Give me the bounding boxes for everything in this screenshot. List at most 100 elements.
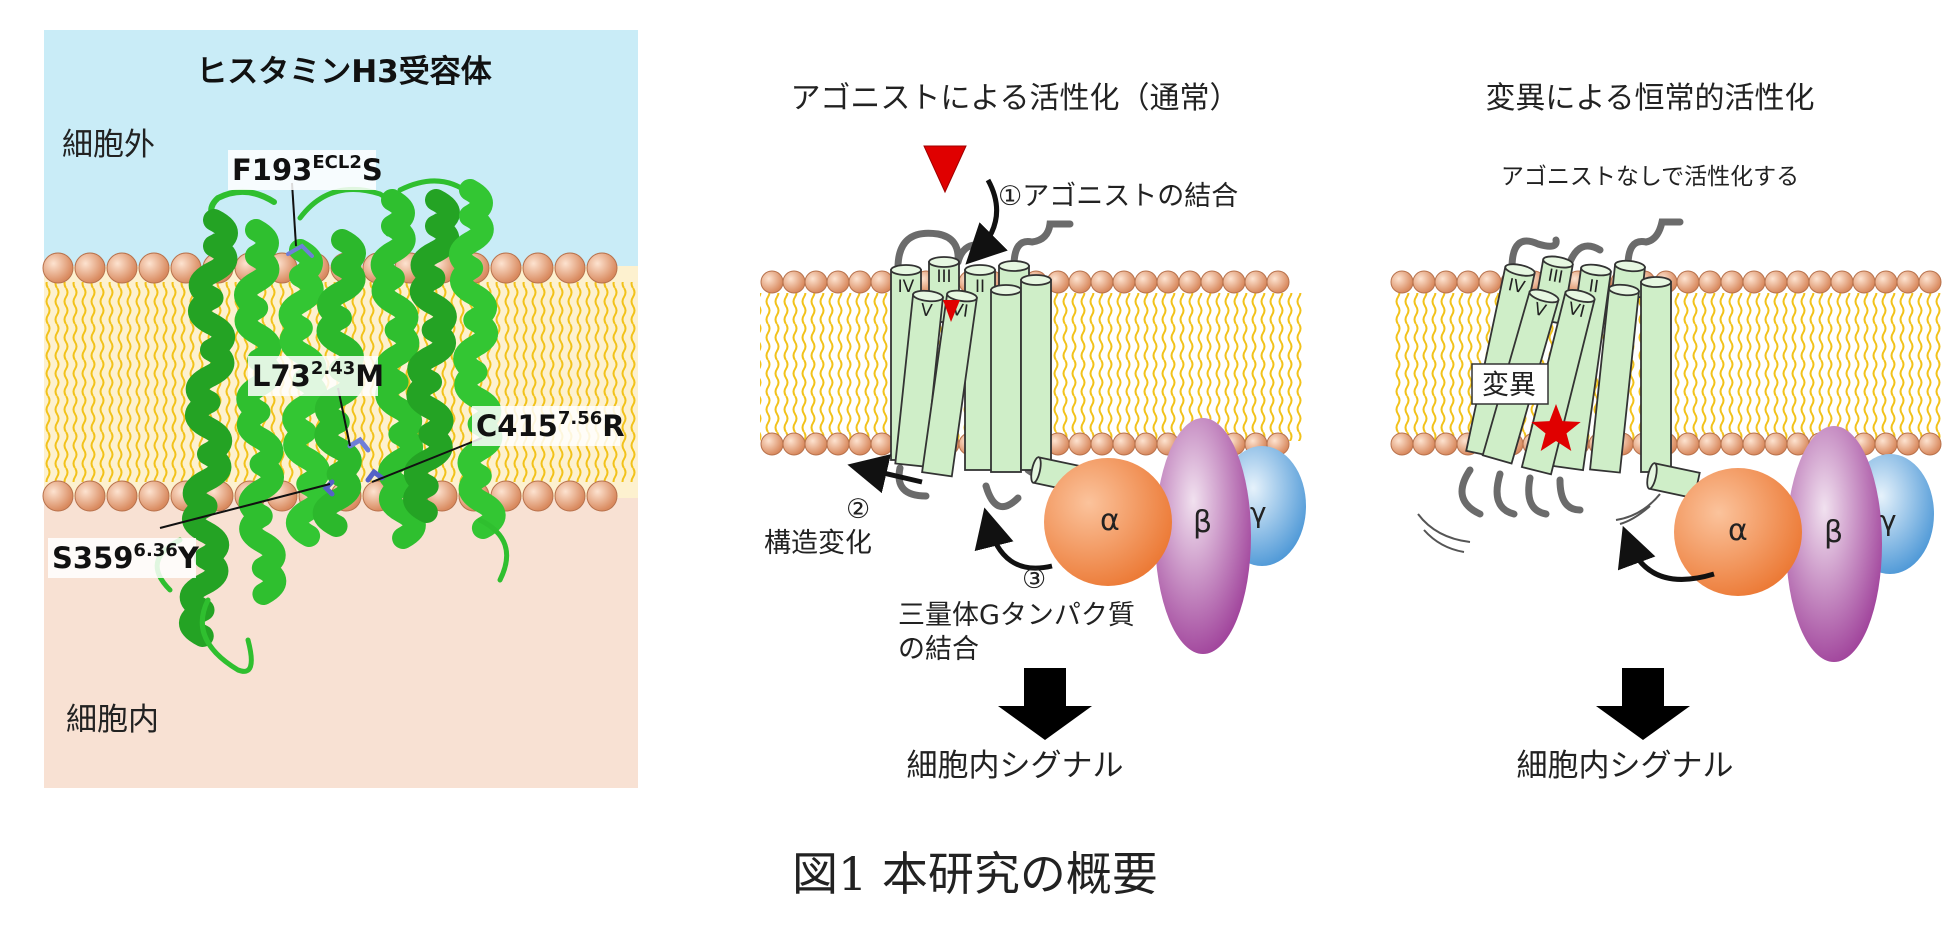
lipid-head (1412, 270, 1436, 294)
lipid-head (1720, 270, 1744, 294)
lipid-head (1698, 432, 1722, 456)
gamma-label: γ (1880, 504, 1897, 537)
alpha-subunit (1674, 468, 1802, 596)
receptor-title: ヒスタミンH3受容体 (196, 54, 492, 90)
helix-cylinder (1589, 283, 1640, 474)
lipid-head (1390, 270, 1414, 294)
right-subtitle: アゴニストなしで活性化する (1501, 164, 1799, 190)
lipid-head (1676, 270, 1700, 294)
lipid-head (522, 252, 554, 284)
binding-arrow (965, 178, 1008, 265)
lipid-head (554, 480, 586, 512)
lipid-head (1918, 270, 1942, 294)
mutation-label-bg (472, 406, 620, 446)
mutation-label: 変異 (1482, 370, 1536, 401)
lipid-head (1852, 270, 1876, 294)
lipid-head (1764, 270, 1788, 294)
lipid-head (1266, 270, 1290, 294)
lipid-head (1808, 270, 1832, 294)
lipid-head (74, 252, 106, 284)
right-signal-label: 細胞内シグナル (1517, 748, 1734, 784)
alpha-subunit (1044, 458, 1172, 586)
lipid-head (1434, 270, 1458, 294)
lipid-head (1478, 270, 1502, 294)
receptor-loops (1458, 218, 1684, 518)
beta-label: β (1193, 505, 1212, 540)
lipid-head (1112, 432, 1136, 456)
lipid-head (1896, 270, 1920, 294)
middle-signal-label: 細胞内シグナル (907, 748, 1124, 784)
lipid-head (760, 432, 784, 456)
helix-cylinder (1640, 276, 1672, 473)
signal-arrow (1596, 668, 1690, 740)
lipid-head (1896, 432, 1920, 456)
lipid-head (586, 252, 618, 284)
receptor-ribbon-structure (154, 178, 510, 674)
lipid-head (1742, 270, 1766, 294)
mutation-label: L732.43M (252, 358, 384, 393)
lipid-head (1090, 270, 1114, 294)
lipid-head (1068, 432, 1092, 456)
lipid-head (1830, 270, 1854, 294)
beta-label: β (1824, 515, 1843, 550)
lipid-head (826, 432, 850, 456)
lipid-head (106, 480, 138, 512)
lipid-head (870, 270, 894, 294)
helix-cylinder: V (894, 289, 944, 468)
gprotein-binding-arrow (1617, 525, 1715, 582)
lipid-head (1742, 432, 1766, 456)
lipid-head (782, 270, 806, 294)
left-structure-panel: ヒスタミンH3受容体 細胞外 細胞内 F193ECL2SL732.43MC415… (42, 30, 638, 788)
step1-label: ①アゴニストの結合 (998, 181, 1238, 212)
lipid-head (522, 480, 554, 512)
lipid-head (42, 252, 74, 284)
lipid-head (1412, 432, 1436, 456)
lipid-head (848, 432, 872, 456)
lipid-head (554, 252, 586, 284)
lipid-head (1244, 270, 1268, 294)
lipid-head (1222, 270, 1246, 294)
lipid-head (1786, 270, 1810, 294)
step2-number: ② (846, 494, 870, 525)
bound-agonist (943, 300, 960, 322)
mutation-label-bg (248, 356, 378, 396)
helix-cylinder: II (1552, 263, 1612, 472)
lipid-head (74, 480, 106, 512)
alpha-label: α (1100, 503, 1120, 538)
mutation-star-icon (1531, 404, 1581, 451)
lipid-head (804, 270, 828, 294)
helix-label: V (920, 300, 934, 321)
gprotein-binding-arrow (974, 507, 1053, 571)
lipid-head (1200, 270, 1224, 294)
signal-arrow (998, 668, 1092, 740)
lipid-head (42, 480, 74, 512)
lipid-head (1764, 432, 1788, 456)
lipid-head (1134, 270, 1158, 294)
lipid-head (870, 432, 894, 456)
lipid-heads-top (42, 252, 618, 284)
lipid-head (1112, 270, 1136, 294)
lipid-head (826, 270, 850, 294)
helix-cylinder (1020, 274, 1052, 471)
beta-subunit (1786, 426, 1882, 662)
helix-label: II (1587, 276, 1600, 297)
step3-label-line1: 三量体Gタンパク質 (898, 600, 1135, 631)
helix8-cylinder (1646, 462, 1701, 500)
mutation-label: F193ECL2S (232, 152, 383, 187)
lipid-head (586, 480, 618, 512)
figure-caption: 図1 本研究の概要 (792, 847, 1158, 901)
step3-number: ③ (1022, 564, 1046, 595)
mutation-pointers (159, 182, 483, 529)
lipid-head (804, 432, 828, 456)
middle-title: アゴニストによる活性化（通常） (790, 81, 1239, 116)
lipid-head (782, 432, 806, 456)
agonist-triangle (923, 145, 967, 194)
mutation-label-bg (48, 538, 196, 578)
lipid-head (760, 270, 784, 294)
beta-subunit (1155, 418, 1251, 654)
helix-label: III (936, 267, 951, 287)
